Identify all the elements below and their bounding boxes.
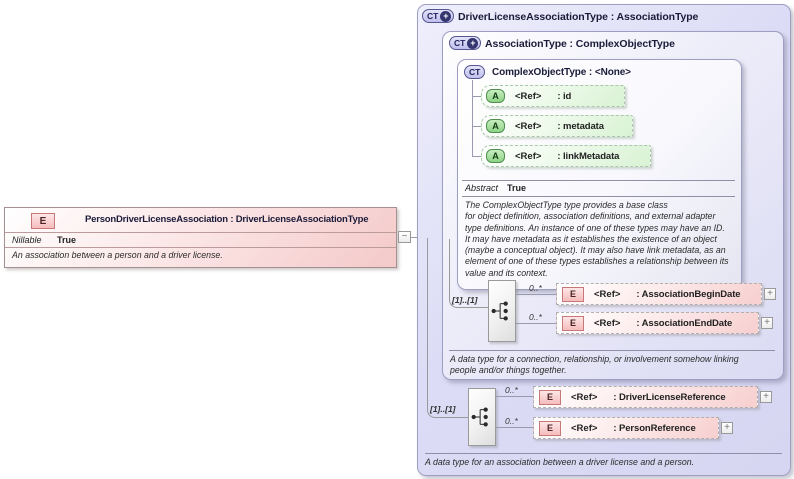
attribute-icon: A [486, 149, 505, 163]
element-title: PersonDriverLicenseAssociation : DriverL… [85, 214, 369, 225]
attribute-icon: A [486, 89, 505, 103]
derived-type-plus-icon: + [467, 37, 479, 49]
element-ref: <Ref> [571, 391, 598, 403]
divider [462, 180, 735, 181]
connector-line [472, 96, 481, 97]
sequence-icon[interactable] [488, 280, 516, 342]
attribute-ref: <Ref> [515, 90, 542, 102]
connector-elbow [449, 239, 489, 308]
type-box-association-type: CT + AssociationType : ComplexObjectType… [442, 31, 784, 380]
collapse-toggle-icon[interactable]: − [398, 231, 411, 243]
complex-type-icon: CT [464, 65, 486, 79]
divider [462, 196, 735, 197]
element-icon: E [562, 286, 584, 302]
expand-toggle-icon[interactable]: + [761, 317, 773, 329]
attribute-box-id[interactable]: A <Ref> : id [481, 85, 625, 107]
occurs-label: 0..* [505, 385, 518, 395]
type-title: AssociationType : ComplexObjectType [485, 38, 675, 50]
element-name: : PersonReference [613, 422, 696, 434]
attribute-ref: <Ref> [515, 150, 542, 162]
abstract-value: True [507, 183, 527, 193]
connector-line [516, 294, 556, 295]
sequence-icon[interactable] [468, 388, 496, 446]
element-box-person-reference[interactable]: E <Ref> : PersonReference [533, 417, 719, 439]
attribute-name: : metadata [557, 120, 604, 132]
type-description: A data type for a connection, relationsh… [450, 354, 739, 376]
cardinality-label: [1]..[1] [452, 295, 478, 305]
type-box-driver-license-association-type: CT + DriverLicenseAssociationType : Asso… [417, 4, 791, 476]
occurs-label: 0..* [529, 283, 542, 293]
element-box-association-end-date[interactable]: E <Ref> : AssociationEndDate [556, 312, 759, 334]
complex-type-badge-label: CT [454, 38, 466, 48]
element-description: An association between a person and a dr… [12, 250, 223, 260]
abstract-label: Abstract [465, 183, 499, 193]
occurs-label: 0..* [529, 312, 542, 322]
attribute-box-metadata[interactable]: A <Ref> : metadata [481, 115, 633, 137]
complex-type-badge-label: CT [469, 67, 481, 77]
type-box-complex-object-type: CT ComplexObjectType : <None> A <Ref> : … [457, 59, 742, 290]
divider [449, 350, 775, 351]
complex-type-icon: CT + [422, 9, 455, 23]
expand-toggle-icon[interactable]: + [764, 288, 776, 300]
attribute-name: : id [557, 90, 572, 102]
element-box-association-begin-date[interactable]: E <Ref> : AssociationBeginDate [556, 283, 762, 305]
complex-type-badge-label: CT [427, 11, 439, 21]
attribute-name: : linkMetadata [557, 150, 620, 162]
divider [425, 453, 782, 454]
sequence-glyph [491, 301, 508, 321]
connector-line [472, 156, 481, 157]
complex-type-icon: CT + [449, 36, 482, 50]
occurs-label: 0..* [505, 416, 518, 426]
element-ref: <Ref> [594, 317, 621, 329]
attribute-box-link-metadata[interactable]: A <Ref> : linkMetadata [481, 145, 651, 167]
type-title: DriverLicenseAssociationType : Associati… [458, 11, 699, 23]
nillable-value: True [57, 235, 77, 245]
attribute-ref: <Ref> [515, 120, 542, 132]
connector-line [516, 323, 556, 324]
connector-line [496, 396, 533, 397]
connector-line [496, 427, 533, 428]
divider [5, 247, 396, 248]
element-icon: E [562, 315, 584, 331]
element-box-person-driver-license-association[interactable]: E PersonDriverLicenseAssociation : Drive… [4, 207, 397, 268]
type-title: ComplexObjectType : <None> [492, 67, 631, 78]
expand-toggle-icon[interactable]: + [721, 422, 733, 434]
connector-line [472, 80, 473, 156]
sequence-glyph [471, 407, 488, 427]
element-name: : AssociationBeginDate [636, 288, 741, 300]
element-ref: <Ref> [594, 288, 621, 300]
element-name: : DriverLicenseReference [613, 391, 726, 403]
expand-toggle-icon[interactable]: + [760, 391, 772, 403]
element-icon: E [31, 213, 55, 229]
element-icon: E [539, 420, 561, 436]
attribute-icon: A [486, 119, 505, 133]
element-name: : AssociationEndDate [636, 317, 733, 329]
element-box-driver-license-reference[interactable]: E <Ref> : DriverLicenseReference [533, 386, 758, 408]
nillable-label: Nillable [12, 235, 42, 245]
connector-elbow [427, 238, 469, 418]
type-description: A data type for an association between a… [425, 457, 695, 467]
element-ref: <Ref> [571, 422, 598, 434]
derived-type-plus-icon: + [440, 10, 452, 22]
element-icon: E [539, 389, 561, 405]
type-description: The ComplexObjectType type provides a ba… [465, 200, 729, 278]
connector-line [472, 126, 481, 127]
cardinality-label: [1]..[1] [430, 404, 456, 414]
divider [5, 232, 396, 233]
